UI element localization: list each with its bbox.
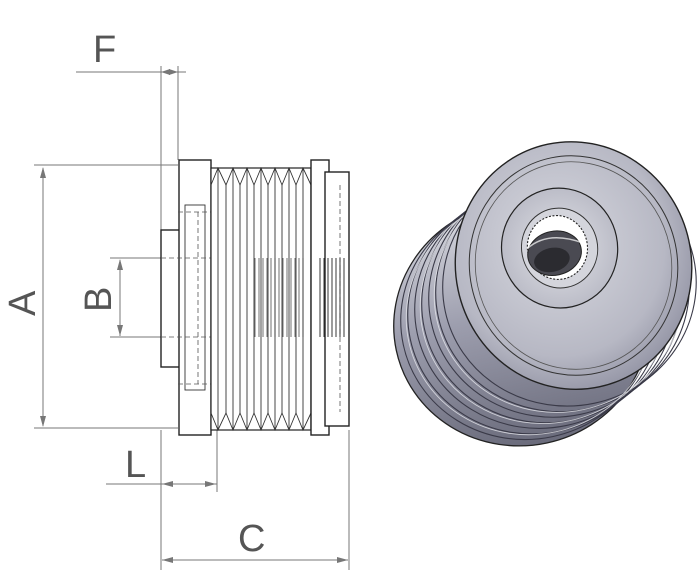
pulley-3d-view: [393, 141, 697, 447]
dimension-label-a: A: [2, 290, 44, 316]
dimension-label-l: L: [125, 444, 146, 486]
pulley-side-view: [160, 159, 350, 436]
pulley-grooves: [210, 166, 312, 432]
dimension-lines: [34, 66, 350, 570]
dimension-label-b: B: [78, 287, 120, 312]
dimension-label-c: C: [238, 518, 265, 560]
dimension-label-f: F: [93, 29, 116, 71]
